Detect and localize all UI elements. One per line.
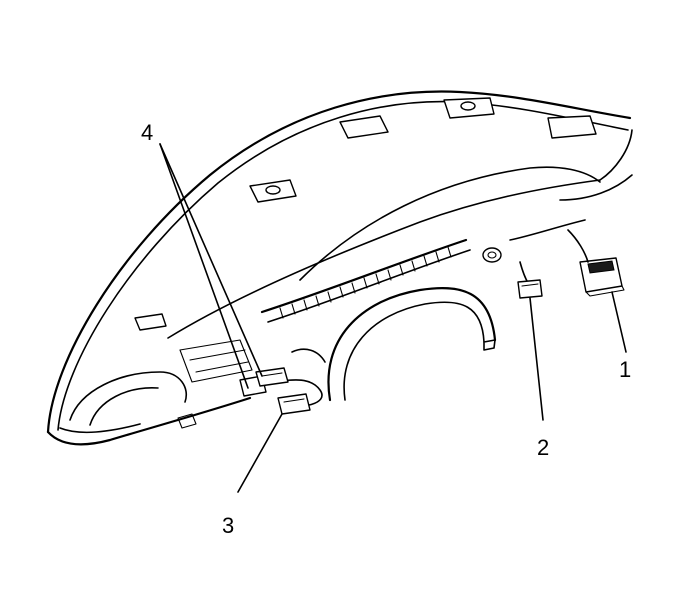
wiring-harness <box>269 219 586 408</box>
leader-line-3 <box>237 413 283 493</box>
left-end-vent <box>69 339 253 429</box>
leader-line-1 <box>611 291 627 353</box>
mounting-tabs <box>134 97 597 331</box>
component-1-connector <box>567 229 625 297</box>
component-4-connector <box>239 367 289 397</box>
leader-line-4a <box>159 143 249 389</box>
callout-3: 3 <box>222 513 234 538</box>
callout-4: 4 <box>141 120 153 145</box>
leader-line-2 <box>529 297 544 421</box>
callout-2: 2 <box>537 435 549 460</box>
leader-lines <box>159 143 627 493</box>
component-2-sensor <box>482 247 543 299</box>
instrument-panel-outline <box>46 90 633 446</box>
callout-1: 1 <box>619 357 631 382</box>
leader-line-4b <box>159 143 263 377</box>
component-3-connector <box>277 393 311 415</box>
cluster-hood <box>291 287 497 402</box>
